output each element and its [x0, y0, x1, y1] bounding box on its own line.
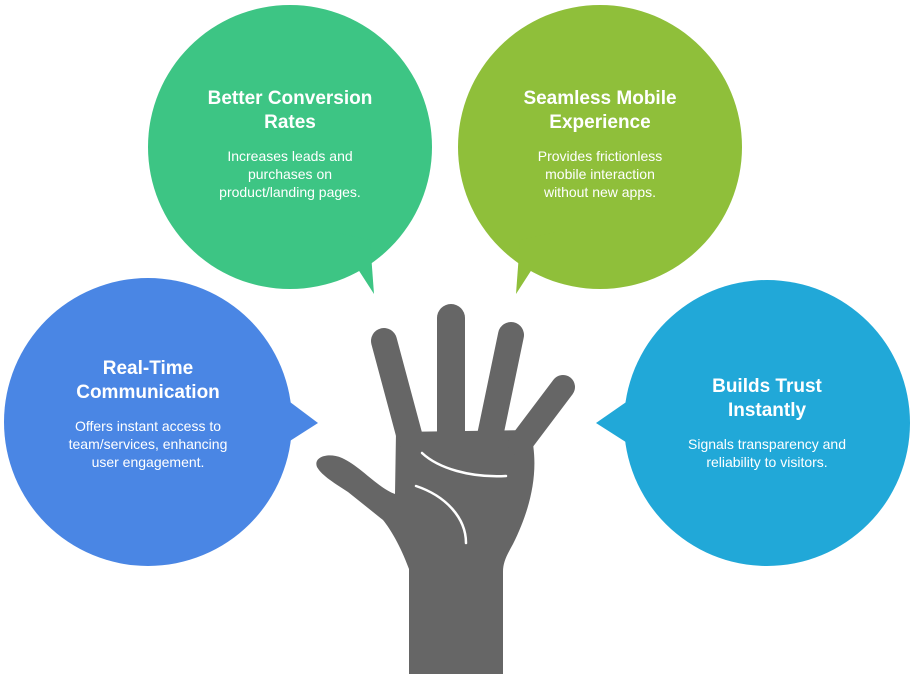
bubble-trust-text: Builds Trust Instantly Signals transpare…: [669, 375, 865, 471]
bubble-realtime-description: Offers instant access to team/services, …: [68, 418, 228, 470]
hand-palm-line-lower: [414, 484, 468, 545]
hand-palm-line-upper: [420, 451, 508, 478]
raised-hand-icon: [316, 304, 575, 674]
bubble-trust-tail: [596, 398, 632, 446]
hand-finger-pinky: [508, 375, 575, 456]
bubble-mobile-circle: [458, 5, 742, 289]
bubble-mobile-title: Seamless Mobile Experience: [523, 88, 677, 133]
hand-finger-index: [371, 328, 423, 451]
bubble-conversion-title: Better Conversion Rates: [207, 88, 373, 133]
bubble-mobile-text: Seamless Mobile Experience Provides fric…: [498, 87, 702, 201]
bubble-conversion: [148, 5, 432, 294]
bubble-realtime-text: Real-Time Communication Offers instant a…: [50, 357, 246, 471]
bubble-conversion-circle: [148, 5, 432, 289]
bubble-conversion-text: Better Conversion Rates Increases leads …: [188, 87, 392, 201]
bubble-mobile-tail: [516, 232, 556, 294]
bubble-mobile-description: Provides frictionless mobile interaction…: [537, 148, 663, 200]
bubble-conversion-tail: [334, 232, 374, 294]
bubble-trust-title: Builds Trust Instantly: [712, 376, 822, 421]
hand-finger-ring: [477, 322, 524, 449]
hand-palm: [316, 430, 535, 674]
bubble-mobile: [458, 5, 742, 294]
bubble-conversion-description: Increases leads and purchases on product…: [219, 148, 361, 200]
bubble-trust: [596, 280, 910, 566]
bubble-trust-circle: [624, 280, 910, 566]
bubble-realtime-circle: [4, 278, 292, 566]
bubble-realtime-title: Real-Time Communication: [76, 358, 220, 403]
bubble-trust-description: Signals transparency and reliability to …: [688, 436, 846, 470]
bubble-realtime-tail: [282, 396, 318, 446]
bubble-realtime: [4, 278, 318, 566]
